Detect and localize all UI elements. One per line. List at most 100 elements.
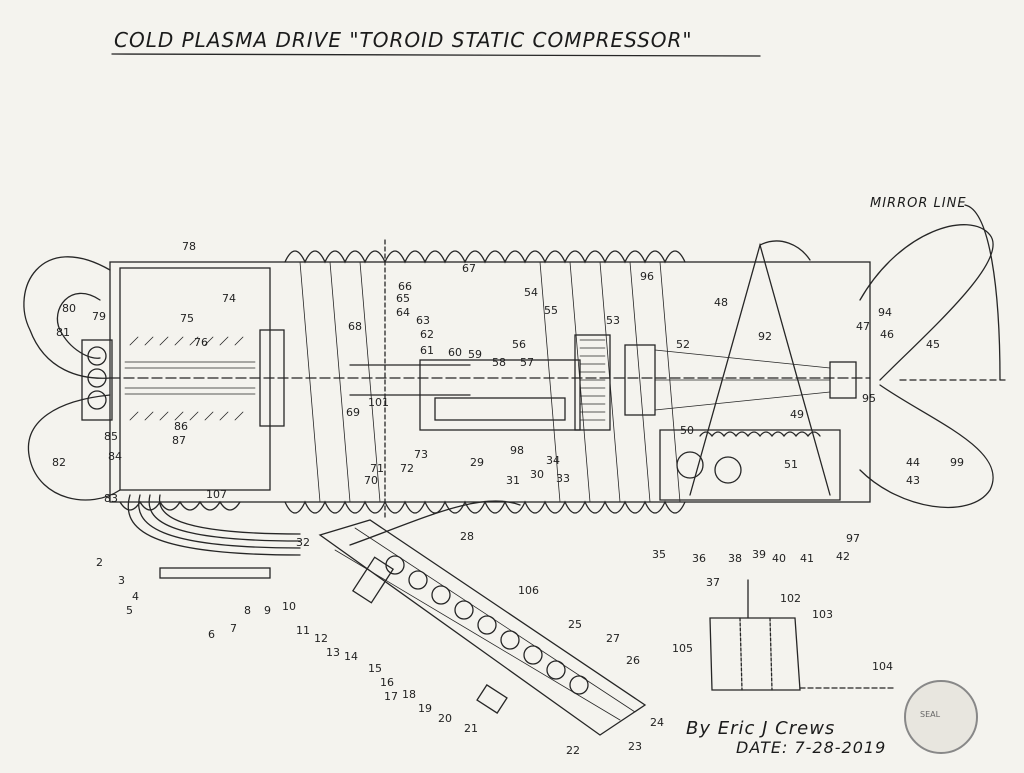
callout-46: 46 [880,328,894,341]
callout-62: 62 [420,328,434,341]
callout-96: 96 [640,270,654,283]
callout-76: 76 [194,336,208,349]
callout-67: 67 [462,262,476,275]
top-coil-windings [284,250,686,264]
center-coil-lines [579,339,606,421]
callout-61: 61 [420,344,434,357]
inlet-module [81,339,113,421]
callout-97: 97 [846,532,860,545]
callout-7: 7 [230,622,237,635]
callout-102: 102 [780,592,801,605]
support-arc [759,240,811,261]
mirror-line-leader [964,204,1001,381]
right-upper-lobe [859,224,994,381]
callout-32: 32 [296,536,310,549]
callout-84: 84 [108,450,122,463]
lower-right-module [659,429,841,501]
callout-107: 107 [206,488,227,501]
seal-label: SEAL [920,710,941,719]
drawing-title: COLD PLASMA DRIVE "TOROID STATIC COMPRES… [114,28,693,52]
callout-51: 51 [784,458,798,471]
callout-29: 29 [470,456,484,469]
bottom-coil-windings [284,500,686,514]
magnet-array [434,397,566,421]
mirror-line-label: MIRROR LINE [870,196,967,211]
callout-47: 47 [856,320,870,333]
callout-92: 92 [758,330,772,343]
ion-channel [349,364,471,396]
exploded-view-leader [349,500,521,546]
callout-9: 9 [264,604,271,617]
callout-42: 42 [836,550,850,563]
inlet-ring-1 [87,346,107,366]
callout-78: 78 [182,240,196,253]
callout-106: 106 [518,584,539,597]
inlet-ring-2 [87,368,107,388]
callout-74: 74 [222,292,236,305]
callout-3: 3 [118,574,125,587]
lower-right-coils [699,431,821,438]
left-lower-lobe [27,394,121,501]
callout-94: 94 [878,306,892,319]
left-emitter-block [119,267,271,491]
callout-24: 24 [650,716,664,729]
pump-wheel-1 [676,451,704,479]
callout-20: 20 [438,712,452,725]
callout-10: 10 [282,600,296,613]
callout-54: 54 [524,286,538,299]
callout-101: 101 [368,396,389,409]
callout-22: 22 [566,744,580,757]
callout-95: 95 [862,392,876,405]
callout-82: 82 [52,456,66,469]
notary-seal: SEAL [904,680,978,754]
emitter-hatching [124,336,256,421]
callout-59: 59 [468,348,482,361]
inset-detail [709,579,896,691]
callout-36: 36 [692,552,706,565]
right-lower-lobe [859,384,994,509]
beam-lines [654,349,831,411]
callout-58: 58 [492,356,506,369]
callout-79: 79 [92,310,106,323]
callout-43: 43 [906,474,920,487]
callout-38: 38 [728,552,742,565]
callout-63: 63 [416,314,430,327]
callout-68: 68 [348,320,362,333]
callout-86: 86 [174,420,188,433]
callout-50: 50 [680,424,694,437]
callout-18: 18 [402,688,416,701]
output-nozzle [829,361,857,399]
callout-49: 49 [790,408,804,421]
left-upper-lobe [23,256,111,379]
callout-60: 60 [448,346,462,359]
main-housing [109,261,871,503]
callout-19: 19 [418,702,432,715]
pipe-bundle [127,494,301,579]
callout-23: 23 [628,740,642,753]
center-coil-stack [574,334,611,431]
callout-15: 15 [368,662,382,675]
callout-14: 14 [344,650,358,663]
callout-45: 45 [926,338,940,351]
left-grid-plate [259,329,285,427]
callout-71: 71 [370,462,384,475]
coil-diagonals [299,261,681,503]
callout-25: 25 [568,618,582,631]
callout-35: 35 [652,548,666,561]
callout-2: 2 [96,556,103,569]
callout-80: 80 [62,302,76,315]
callout-31: 31 [506,474,520,487]
callout-27: 27 [606,632,620,645]
callout-104: 104 [872,660,893,673]
callout-48: 48 [714,296,728,309]
callout-17: 17 [384,690,398,703]
callout-30: 30 [530,468,544,481]
callout-33: 33 [556,472,570,485]
callout-41: 41 [800,552,814,565]
callout-87: 87 [172,434,186,447]
callout-64: 64 [396,306,410,319]
inlet-ring-3 [87,390,107,410]
callout-4: 4 [132,590,139,603]
callout-56: 56 [512,338,526,351]
